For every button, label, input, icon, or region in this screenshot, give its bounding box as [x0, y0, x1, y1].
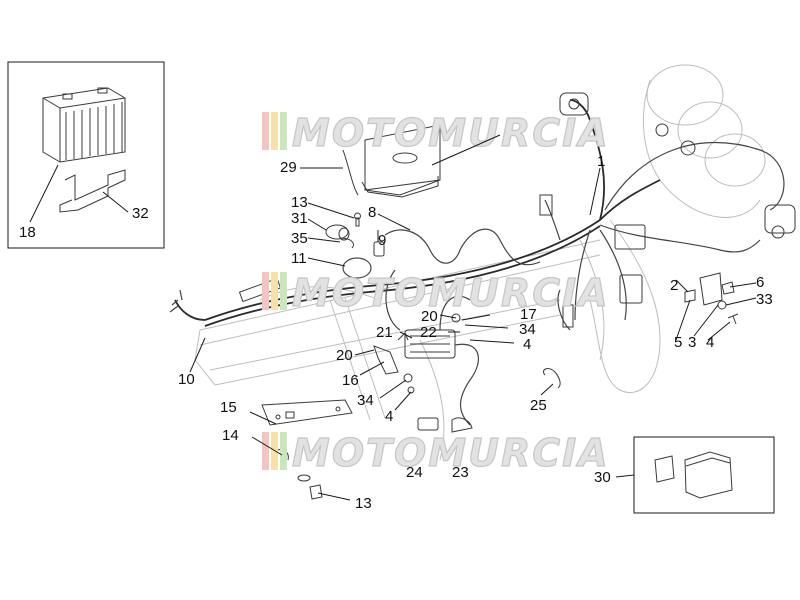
- callout-30: 30: [594, 469, 611, 486]
- callout-labels: 1 2 3 4 4 4 5 6 8 9 10 11 13 13 14 15 16…: [19, 153, 773, 512]
- rear-light-plate: [261, 399, 353, 426]
- callout-2: 2: [670, 277, 678, 294]
- callout-4: 4: [523, 336, 531, 353]
- callout-4: 4: [706, 334, 714, 351]
- watermark: MOTOMURCIA: [262, 430, 610, 476]
- callout-18: 18: [19, 224, 36, 241]
- callout-20: 20: [336, 347, 353, 364]
- watermark-text: MOTOMURCIA: [292, 271, 610, 315]
- callout-23: 23: [452, 464, 469, 481]
- main-wiring-harness: [169, 92, 796, 426]
- watermark-text: MOTOMURCIA: [292, 111, 610, 155]
- watermark: MOTOMURCIA: [262, 270, 610, 316]
- callout-1: 1: [597, 153, 605, 170]
- fuse-box-inset: [633, 436, 775, 514]
- callout-29: 29: [280, 159, 297, 176]
- callout-13: 13: [291, 194, 308, 211]
- callout-6: 6: [756, 274, 764, 291]
- battery-box: [7, 61, 165, 249]
- callout-14: 14: [222, 427, 239, 444]
- watermark-text: MOTOMURCIA: [292, 431, 610, 475]
- callout-21: 21: [376, 324, 393, 341]
- callout-10: 10: [178, 371, 195, 388]
- leader-lines: [29, 134, 757, 501]
- callout-17: 17: [520, 306, 537, 323]
- callout-24: 24: [406, 464, 423, 481]
- callout-8: 8: [368, 204, 376, 221]
- electronic-control-unit: [361, 124, 441, 198]
- callout-35: 35: [291, 230, 308, 247]
- small-hardware: [277, 149, 739, 500]
- callout-22: 22: [420, 324, 437, 341]
- callout-4: 4: [385, 408, 393, 425]
- callout-16: 16: [342, 372, 359, 389]
- callout-20: 20: [421, 308, 438, 325]
- callout-33: 33: [756, 291, 773, 308]
- callout-3: 3: [688, 334, 696, 351]
- callout-13: 13: [355, 495, 372, 512]
- callout-9: 9: [378, 232, 386, 249]
- callout-25: 25: [530, 397, 547, 414]
- callout-32: 32: [132, 205, 149, 222]
- callout-5: 5: [674, 334, 682, 351]
- callout-11: 11: [291, 250, 307, 267]
- watermark-group: MOTOMURCIA MOTOMURCIA MOTOMURCIA: [262, 110, 610, 476]
- callout-15: 15: [220, 399, 237, 416]
- callout-34: 34: [357, 392, 374, 409]
- callout-34: 34: [519, 321, 536, 338]
- watermark: MOTOMURCIA: [262, 110, 610, 156]
- frame-ghost-outline: [194, 64, 766, 461]
- callout-31: 31: [291, 210, 308, 227]
